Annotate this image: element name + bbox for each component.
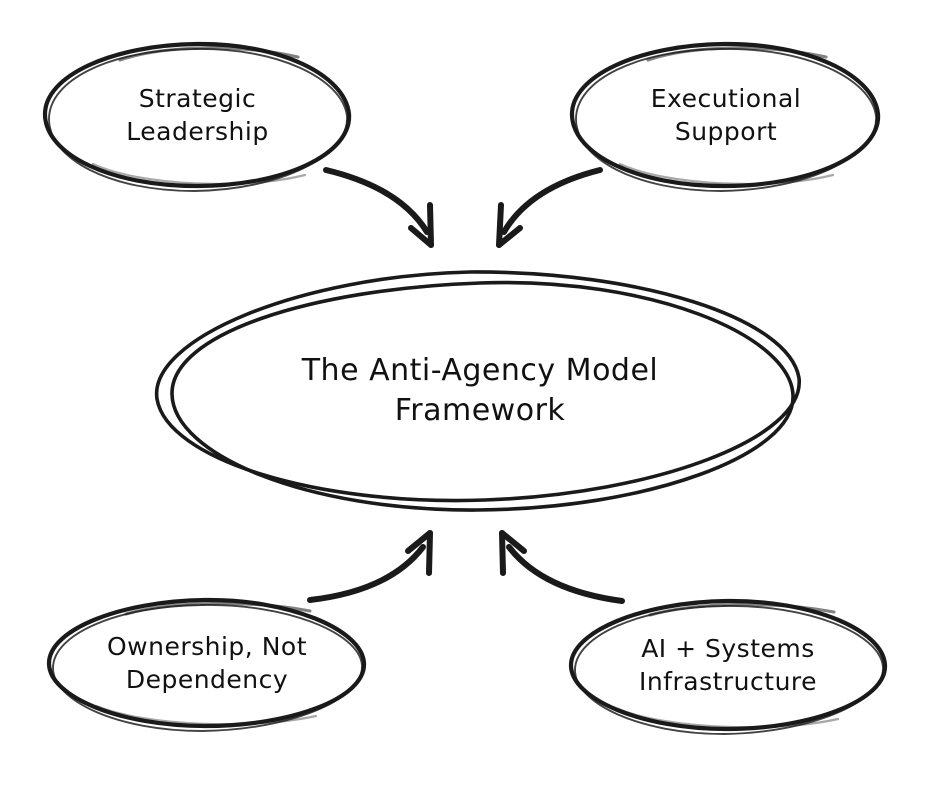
edge-strategic-leadership-to-center: [323, 167, 434, 248]
node-shape-executional-support[interactable]: [569, 41, 881, 192]
edge-ownership-not-dependency-to-center: [307, 530, 433, 603]
edge-ai-systems-infrastructure-to-center: [499, 530, 625, 604]
node-shape-ownership-not-dependency[interactable]: [46, 597, 367, 732]
node-shape-strategic-leadership[interactable]: [42, 41, 352, 192]
node-shape-center[interactable]: [155, 270, 801, 512]
node-shape-ai-systems-infrastructure[interactable]: [568, 598, 888, 735]
edge-executional-support-to-center: [496, 167, 603, 248]
